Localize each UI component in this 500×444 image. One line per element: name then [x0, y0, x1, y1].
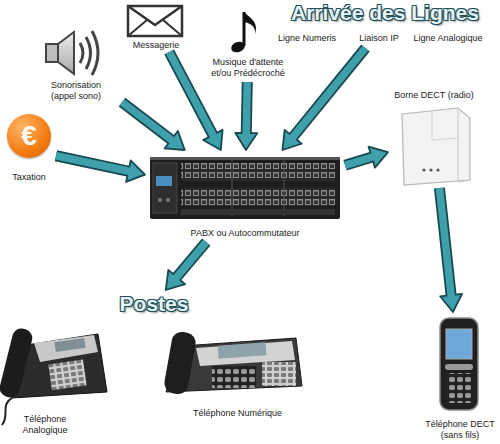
- arrow-outline: [175, 242, 206, 279]
- caption-text: Téléphone Analogique: [15, 414, 75, 436]
- device-node: Musique d'attente et/ou Prédécroché: [198, 8, 298, 82]
- arrow-shaft: [291, 48, 365, 139]
- arrow-head: [203, 130, 222, 150]
- device-node: Postes: [118, 290, 190, 318]
- arrow-head: [440, 294, 462, 312]
- arrow-outline: [56, 156, 131, 172]
- digital-phone: [163, 330, 302, 395]
- dect-base-station: [402, 108, 470, 185]
- arrow-head: [235, 133, 257, 150]
- speaker-icon: [46, 31, 98, 75]
- flow-arrow: [56, 156, 145, 182]
- arrow-head: [165, 131, 185, 150]
- caption-text: Liaison IP: [354, 33, 404, 44]
- device-node: Téléphone DECT (sans fils): [420, 312, 500, 442]
- device-node: Téléphone Analogique: [0, 318, 100, 440]
- caption-text: Taxation: [0, 172, 59, 183]
- device-node: Arrivée des LignesLigne Numeris Liaison I…: [272, 0, 498, 48]
- arrow-shaft: [122, 102, 174, 141]
- flow-arrow: [345, 147, 388, 168]
- flow-arrow: [122, 102, 185, 150]
- arrow-head: [126, 160, 145, 182]
- flow-arrow: [282, 48, 365, 150]
- caption-text: Messagerie: [118, 40, 194, 51]
- caption-text: Téléphone Numérique: [160, 408, 315, 419]
- arrow-outline: [439, 188, 451, 298]
- arrow-head: [166, 270, 185, 290]
- flow-arrow: [166, 242, 206, 290]
- analog-phone: [0, 327, 107, 425]
- device-node: Borne DECT (radio): [388, 88, 480, 188]
- arrow-outline: [345, 156, 375, 165]
- pabx-device: [150, 157, 340, 219]
- caption-text: Musique d'attente et/ou Prédécroché: [206, 57, 290, 79]
- arrow-outline: [169, 52, 214, 138]
- music-note-icon: [230, 12, 256, 54]
- arrow-head: [282, 130, 301, 150]
- arrow-outline: [291, 48, 365, 139]
- device-node: Messagerie: [118, 2, 194, 52]
- device-node: PABX ou Autocommutateur: [145, 150, 345, 242]
- flow-arrow: [169, 52, 222, 150]
- device-node: € Taxation: [2, 112, 56, 188]
- caption-text: Ligne Numeris: [275, 33, 339, 44]
- device-node: Téléphone Numérique: [160, 322, 315, 422]
- arrow-outline: [122, 102, 174, 141]
- caption-text: Borne DECT (radio): [388, 90, 480, 101]
- device-node: Sonorisation (appel sono): [30, 30, 122, 104]
- arrow-shaft: [56, 156, 131, 172]
- arrow-shaft: [175, 242, 206, 279]
- arrow-shaft: [246, 82, 247, 136]
- heading-text: Postes: [118, 291, 190, 317]
- envelope-icon: [128, 6, 182, 36]
- dect-handset: [440, 318, 478, 410]
- currency-badge: €: [7, 114, 51, 158]
- heading-text: Arrivée des Lignes: [272, 0, 498, 26]
- arrow-shaft: [439, 188, 451, 298]
- arrow-shaft: [345, 156, 375, 165]
- arrow-outline: [246, 82, 247, 136]
- caption-text: Sonorisation (appel sono): [46, 80, 106, 102]
- flow-arrow: [439, 188, 462, 312]
- flow-arrow: [235, 82, 257, 150]
- caption-text: Ligne Analogique: [408, 33, 488, 44]
- caption-text: Téléphone DECT (sans fils): [420, 419, 500, 441]
- arrow-head: [369, 147, 388, 168]
- arrow-shaft: [169, 52, 214, 138]
- caption-text: PABX ou Autocommutateur: [145, 228, 345, 239]
